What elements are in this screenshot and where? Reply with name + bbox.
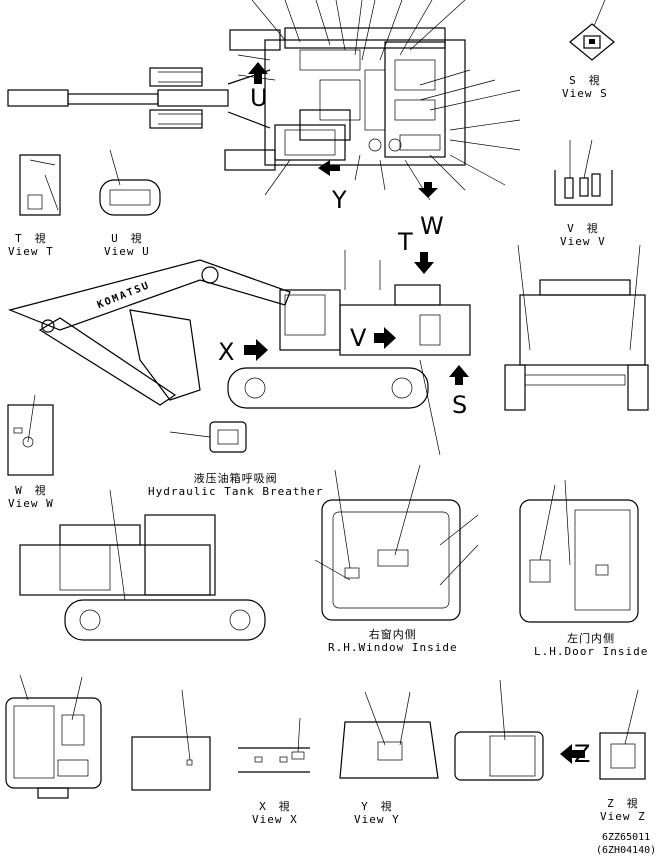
side-view-right [19, 489, 266, 641]
lh-door-en: L.H.Door Inside [534, 645, 649, 658]
view-s-en: View S [562, 87, 608, 100]
part-code-sub: (6ZH04140) [596, 845, 657, 856]
side-view-excavator [8, 250, 471, 456]
rear-view-excavator [504, 244, 649, 411]
view-t-cn: T 視 [15, 232, 47, 245]
view-z-label: Z 視 View Z [600, 797, 646, 823]
rh-window-label: 右窗内侧 R.H.Window Inside [328, 628, 458, 654]
arrow-letter-u: U [250, 84, 268, 112]
breather-en: Hydraulic Tank Breather [148, 485, 324, 498]
view-w-detail [7, 394, 54, 476]
lh-door-detail [519, 479, 639, 623]
view-u-en: View U [104, 245, 150, 258]
rh-window-cn: 右窗内侧 [368, 628, 417, 641]
view-v-cn: V 視 [567, 222, 599, 235]
view-z-en: View Z [600, 810, 646, 823]
view-t-label: T 視 View T [8, 232, 54, 258]
view-w-label: W 視 View W [8, 484, 54, 510]
view-v-detail [554, 139, 613, 206]
rh-window-en: R.H.Window Inside [328, 641, 458, 654]
view-t-en: View T [8, 245, 54, 258]
view-z-cn: Z 視 [607, 797, 639, 810]
bottom-detail-row [5, 674, 646, 799]
arrow-letter-s: S [452, 391, 468, 419]
lh-door-label: 左门内侧 L.H.Door Inside [534, 632, 648, 658]
view-x-cn: X 視 [259, 800, 291, 813]
lh-door-cn: 左门内侧 [567, 632, 616, 645]
arrow-letter-x: X [218, 338, 235, 366]
view-u-cn: U 視 [111, 232, 143, 245]
view-v-en: View V [560, 235, 606, 248]
view-w-en: View W [8, 497, 54, 510]
arrow-letter-y: Y [332, 186, 347, 214]
breather-label: 液压油箱呼吸阀 Hydraulic Tank Breather [148, 472, 323, 498]
part-code-main: 6ZZ65011 [602, 832, 651, 843]
arrow-letter-w: W [420, 212, 444, 240]
view-x-label: X 視 View X [252, 800, 298, 826]
view-v-label: V 視 View V [560, 222, 606, 248]
breather-cn: 液压油箱呼吸阀 [193, 472, 278, 485]
arrow-letter-z: Z [574, 740, 591, 768]
arrow-letter-t: T [398, 228, 413, 256]
view-s-detail [569, 0, 615, 61]
arrow-letter-v: V [350, 324, 367, 352]
view-t-detail [19, 154, 61, 216]
view-u-detail [99, 149, 161, 216]
view-u-label: U 視 View U [104, 232, 150, 258]
view-y-label: Y 視 View Y [354, 800, 400, 826]
view-s-label: S 視 View S [562, 74, 608, 100]
view-y-en: View Y [354, 813, 400, 826]
top-plan-view [7, 0, 521, 201]
breather-detail [169, 421, 247, 453]
view-x-en: View X [252, 813, 298, 826]
rh-window-detail [314, 464, 479, 621]
view-y-cn: Y 視 [361, 800, 393, 813]
view-s-cn: S 視 [569, 74, 601, 87]
view-w-cn: W 視 [15, 484, 47, 497]
